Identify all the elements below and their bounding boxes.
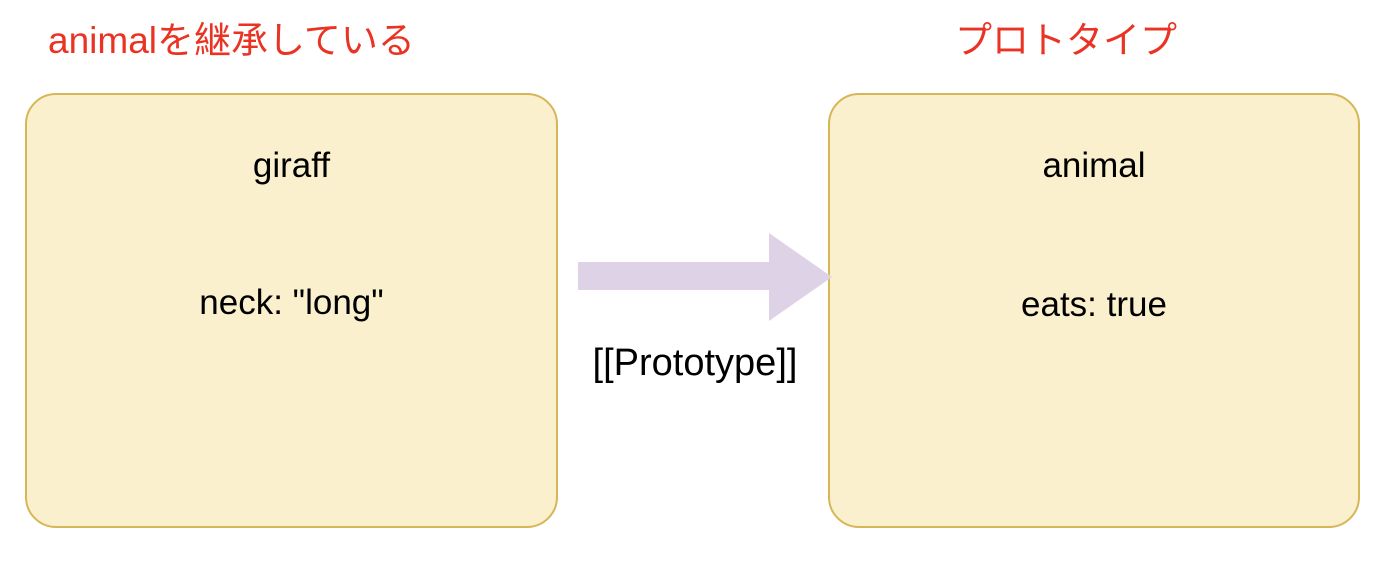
object-title-animal: animal	[1042, 146, 1146, 185]
object-box-giraff: giraff neck: "long"	[25, 93, 558, 528]
object-title-giraff: giraff	[252, 146, 331, 185]
object-property-neck: neck: "long"	[199, 283, 384, 322]
annotation-left-inherits: animalを継承している	[48, 20, 415, 61]
prototype-arrow-label: [[Prototype]]	[592, 342, 798, 384]
annotation-right-prototype: プロトタイプ	[955, 20, 1177, 61]
object-box-animal: animal eats: true	[828, 93, 1360, 528]
block-arrow-right-icon	[578, 233, 832, 321]
prototype-arrow	[578, 228, 832, 326]
object-property-eats: eats: true	[1021, 285, 1167, 324]
